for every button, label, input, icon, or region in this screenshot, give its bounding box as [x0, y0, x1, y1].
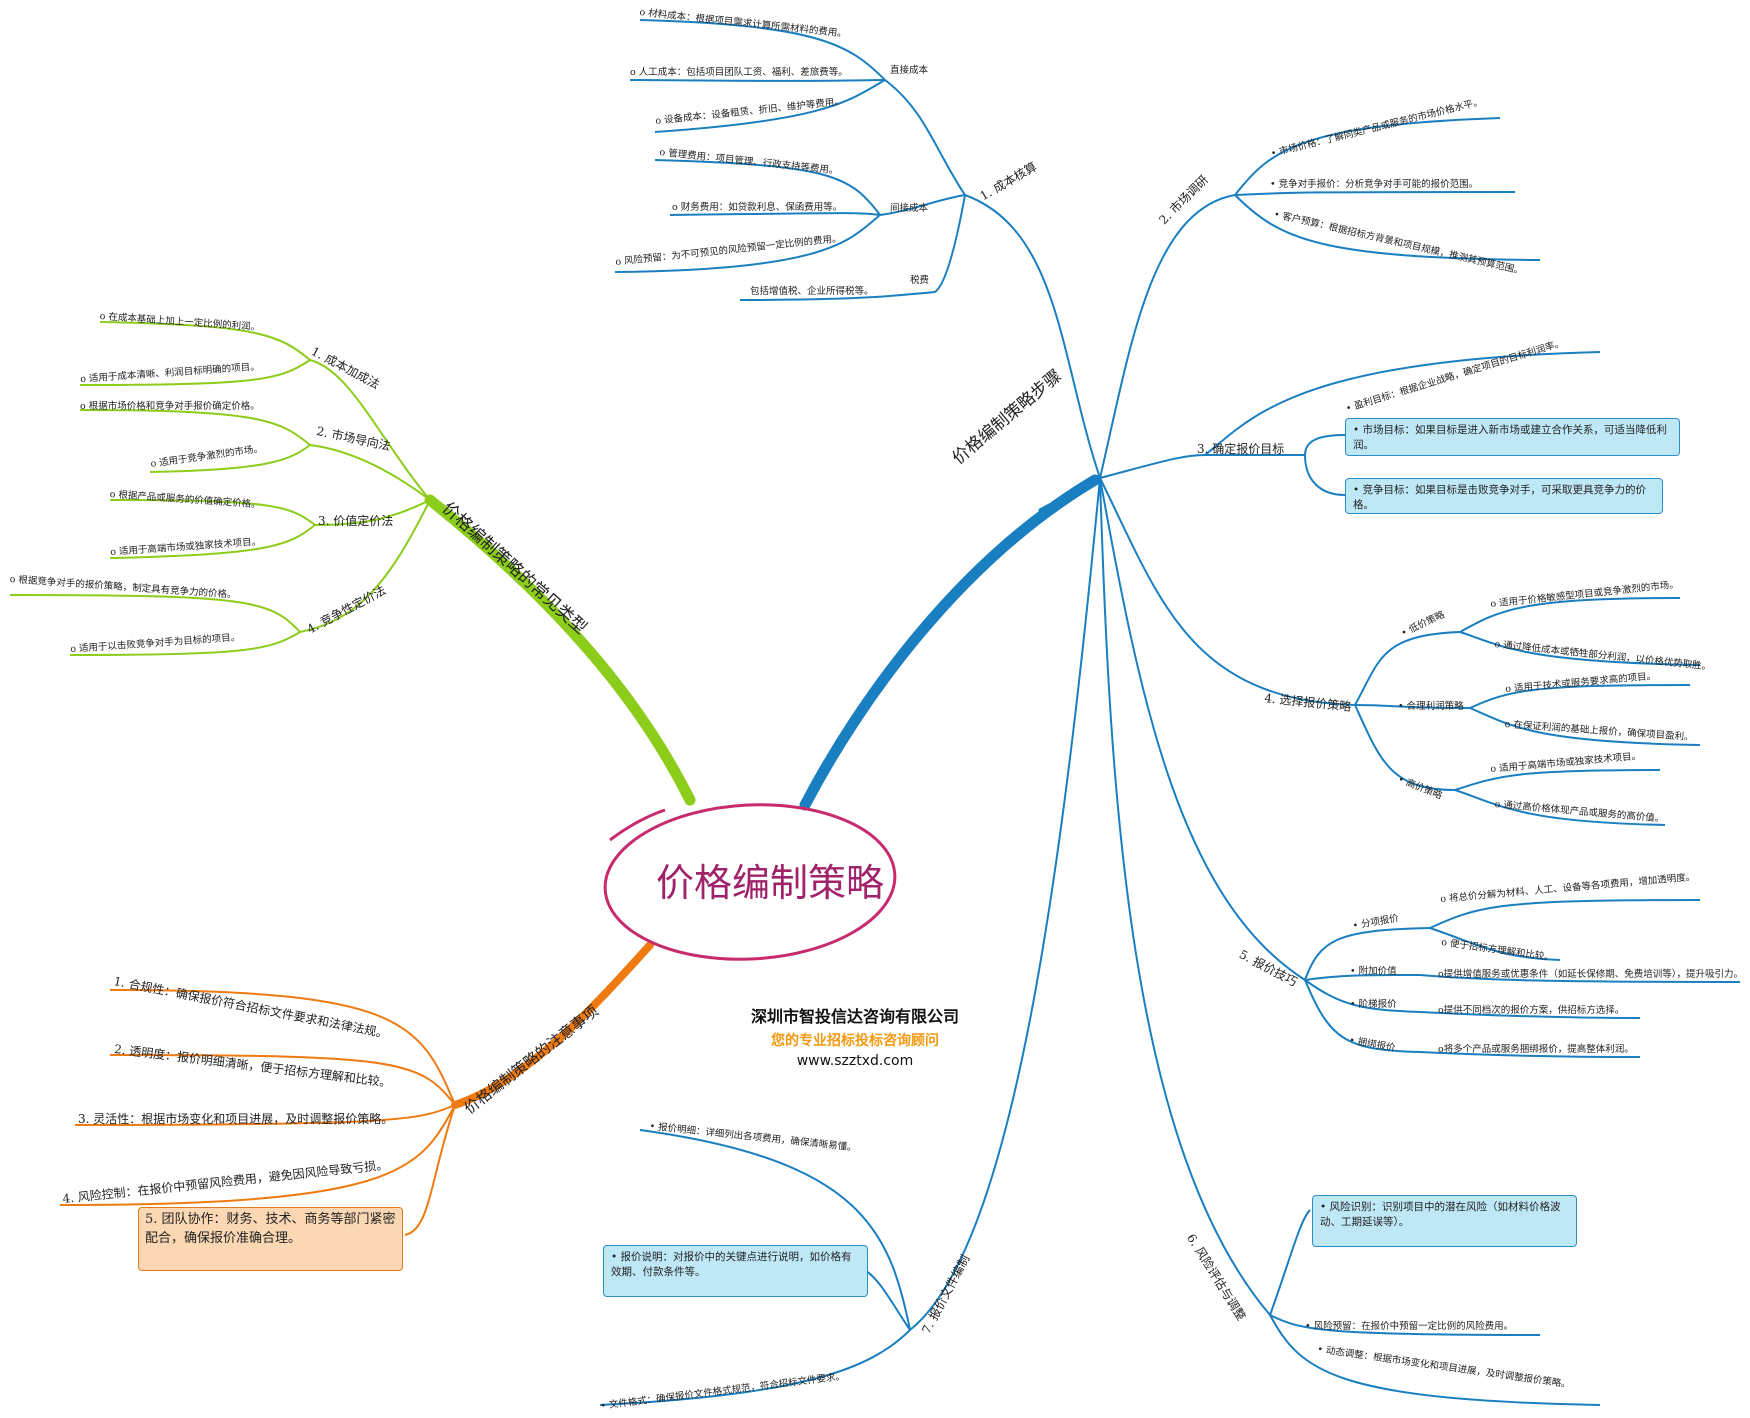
- skill-extra[interactable]: • 附加价值: [1350, 966, 1397, 977]
- risk-identify-box[interactable]: • 风险识别：识别项目中的潜在风险（如材料价格波动、工期延误等）。: [1312, 1195, 1577, 1247]
- market-item: • 竞争对手报价：分析竞争对手可能的报价范围。: [1270, 179, 1479, 190]
- company-block: 深圳市智投信达咨询有限公司 您的专业招标投标咨询顾问 www.szztxd.co…: [700, 1003, 1010, 1069]
- company-url[interactable]: www.szztxd.com: [796, 1053, 914, 1069]
- skill-tier[interactable]: • 阶梯报价: [1350, 999, 1397, 1010]
- skill-tier-item: o提供不同档次的报价方案，供招标方选择。: [1438, 1005, 1625, 1016]
- direct-cost[interactable]: 直接成本: [890, 65, 929, 76]
- center-topic[interactable]: 价格编制策略: [655, 861, 884, 905]
- risk-item: • 风险预留：在报价中预留一定比例的风险费用。: [1305, 1321, 1514, 1332]
- target-market-box[interactable]: • 市场目标：如果目标是进入新市场或建立合作关系，可适当降低利润。: [1345, 418, 1680, 456]
- skill-bundle-item: o将多个产品或服务捆绑报价，提高整体利润。: [1438, 1044, 1634, 1055]
- indirect-cost[interactable]: 间接成本: [890, 203, 929, 214]
- strategy-mid[interactable]: • 合理利润策略: [1398, 701, 1464, 712]
- tax-item: 包括增值税、企业所得税等。: [750, 286, 874, 297]
- trunk-blue: [799, 474, 1101, 811]
- skill-extra-item: o提供增值服务或优惠条件（如延长保修期、免费培训等），提升吸引力。: [1438, 969, 1743, 980]
- trunk-green: [424, 494, 696, 806]
- company-slogan: 您的专业招标投标咨询顾问: [771, 1033, 939, 1049]
- type-2-item: o 根据市场价格和竞争对手报价确定价格。: [80, 401, 260, 412]
- indirect-item: o 财务费用：如贷款利息、保函费用等。: [672, 202, 843, 213]
- direct-item: o 人工成本：包括项目团队工资、福利、差旅费等。: [630, 67, 848, 78]
- trunk-orange: [451, 941, 654, 1109]
- trunk-blue-tip: [1038, 476, 1102, 512]
- note-teamwork-box[interactable]: 5. 团队协作：财务、技术、商务等部门紧密配合，确保报价准确合理。: [138, 1207, 403, 1271]
- note-item: 3. 灵活性：根据市场变化和项目进展，及时调整报价策略。: [78, 1112, 394, 1126]
- company-name: 深圳市智投信达咨询有限公司: [750, 1007, 959, 1026]
- doc-explain-box[interactable]: • 报价说明：对报价中的关键点进行说明，如价格有效期、付款条件等。: [603, 1245, 868, 1297]
- step-3[interactable]: 3. 确定报价目标: [1197, 442, 1285, 456]
- center-ellipse: [603, 803, 897, 961]
- target-compete-box[interactable]: • 竞争目标：如果目标是击败竞争对手，可采取更具竞争力的价格。: [1345, 478, 1663, 514]
- type-3[interactable]: 3. 价值定价法: [318, 514, 394, 528]
- tax[interactable]: 税费: [910, 275, 930, 286]
